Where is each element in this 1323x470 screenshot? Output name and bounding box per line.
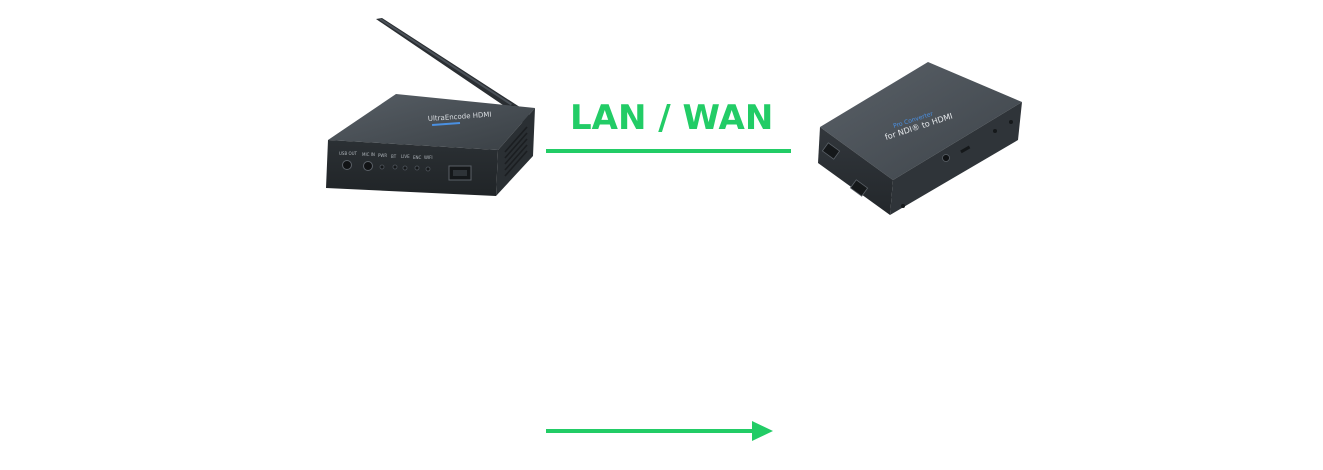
screw-icon	[993, 129, 997, 133]
port-label-live: LIVE	[401, 154, 410, 159]
port-label-wifi: WIFI	[424, 155, 433, 160]
converter-side-face	[890, 102, 1022, 215]
encoder-brand-underline	[431, 122, 461, 126]
usb-port-inner	[453, 170, 467, 176]
sd-slot-icon	[960, 145, 971, 154]
encoder-vents	[504, 126, 528, 177]
converter-top-face	[820, 62, 1022, 180]
port-label-mic-in: MIC IN	[362, 152, 375, 157]
status-led-icons	[379, 164, 431, 172]
usb-out-jack-icon	[342, 160, 352, 170]
hdmi-out-port-icon	[821, 142, 841, 160]
port-label-enc: ENC	[413, 155, 422, 160]
converter-device: Pro Converter for NDI® to HDMI	[818, 62, 1022, 215]
screw-icon-3	[901, 204, 905, 208]
port-label-pwr: PWR	[378, 153, 387, 158]
audio-jack-icon	[942, 154, 950, 162]
arrow-right-icon	[752, 421, 773, 441]
encoder-device: UltraEncode HDMI USB OUT MIC IN PWR BT L…	[326, 18, 535, 196]
lan-port-icon	[849, 179, 869, 197]
encoder-front-face	[326, 140, 498, 196]
flow-arrow	[546, 421, 773, 441]
port-label-usb-out: USB OUT	[339, 151, 358, 156]
port-label-bt: BT	[391, 154, 397, 159]
encoder-port-labels: USB OUT MIC IN PWR BT LIVE ENC WIFI	[339, 151, 433, 160]
encoder-top-face	[328, 94, 535, 150]
mic-in-jack-icon	[363, 161, 373, 171]
lan-wan-label: LAN / WAN	[570, 98, 774, 138]
screw-icon-2	[1009, 120, 1013, 124]
